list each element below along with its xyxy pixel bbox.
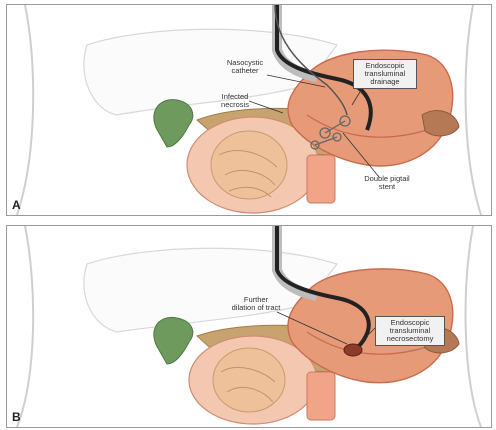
label-infected-necrosis: Infected necrosis xyxy=(212,93,258,109)
cyst-inner xyxy=(213,348,285,412)
gallbladder xyxy=(154,100,193,147)
label-endoscopic-necrosectomy: Endoscopic transluminal necrosectomy xyxy=(375,316,445,346)
panel-b: Further dilation of tract Endoscopic tra… xyxy=(6,225,492,428)
aorta xyxy=(307,372,335,420)
panel-label-b: B xyxy=(12,410,21,424)
gallbladder xyxy=(154,317,193,364)
panel-a: Nasocystic catheter Infected necrosis En… xyxy=(6,4,492,216)
anatomy-illustration-a xyxy=(7,5,491,215)
cyst-inner xyxy=(211,131,287,199)
spleen xyxy=(422,111,459,136)
dilated-tract xyxy=(344,344,362,356)
panel-label-a: A xyxy=(12,198,21,212)
label-double-pigtail-stent: Double pigtail stent xyxy=(359,175,415,191)
label-endoscopic-drainage: Endoscopic transluminal drainage xyxy=(353,59,417,89)
label-further-dilation: Further dilation of tract xyxy=(225,296,287,312)
label-nasocystic-catheter: Nasocystic catheter xyxy=(217,59,273,75)
aorta xyxy=(307,155,335,203)
